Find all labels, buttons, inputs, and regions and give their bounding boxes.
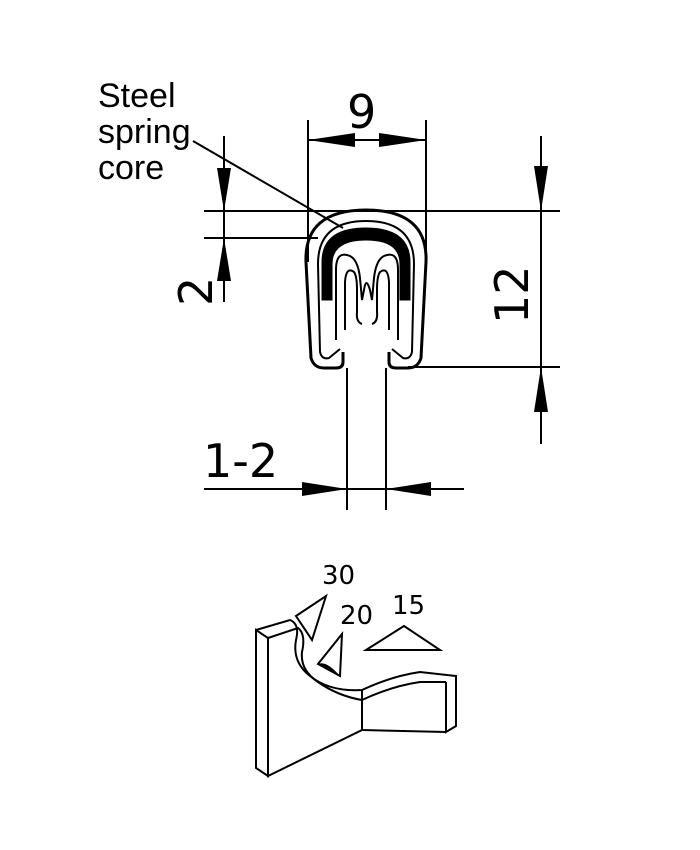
height-value: 12 [485, 265, 539, 324]
fin-20-shade [318, 663, 340, 676]
grip-arrow-right [386, 482, 431, 496]
grip-arrow-left [302, 482, 347, 496]
dimension-width: 9 [307, 85, 427, 262]
dimension-height: 12 [370, 136, 560, 444]
offset-arrow-bottom [217, 238, 231, 281]
angle-30-label: 30 [322, 561, 355, 591]
callout-leader-line [192, 140, 344, 229]
grip-range-value: 1-2 [203, 434, 278, 488]
steel-spring-core-callout: Steel spring core [98, 77, 344, 229]
offset-value: 2 [169, 277, 223, 306]
callout-line-3: core [98, 149, 164, 187]
fin-15 [362, 624, 444, 651]
gripping-fingers [335, 253, 399, 340]
height-arrow-bottom [534, 367, 548, 412]
dimension-grip-range: 1-2 [203, 434, 464, 496]
angle-15-label: 15 [392, 591, 425, 621]
finger-detail-left [344, 269, 363, 330]
width-arrow-right [379, 133, 426, 147]
clip-top-edge [255, 618, 457, 734]
steel-core [321, 227, 411, 301]
fin-30 [294, 593, 328, 643]
height-arrow-top [534, 166, 548, 211]
clip-back-plate [255, 628, 269, 778]
callout-line-2: spring [98, 113, 191, 151]
width-value: 9 [347, 85, 376, 139]
offset-arrow-top [217, 168, 231, 211]
clip-curve-lower [267, 626, 363, 701]
clip-lip [361, 681, 446, 701]
dimension-core-offset: 2 [169, 136, 370, 306]
angle-20-label: 20 [340, 601, 373, 631]
isometric-clip: 30 20 15 [255, 561, 457, 778]
finger-detail-right [371, 269, 390, 330]
clip-lip-bottom [361, 729, 447, 733]
profile-inner-outline [316, 219, 416, 360]
callout-line-1: Steel [98, 77, 176, 115]
profile-cross-section [304, 208, 428, 510]
width-arrow-left [308, 133, 355, 147]
clip-front-face [267, 638, 363, 778]
